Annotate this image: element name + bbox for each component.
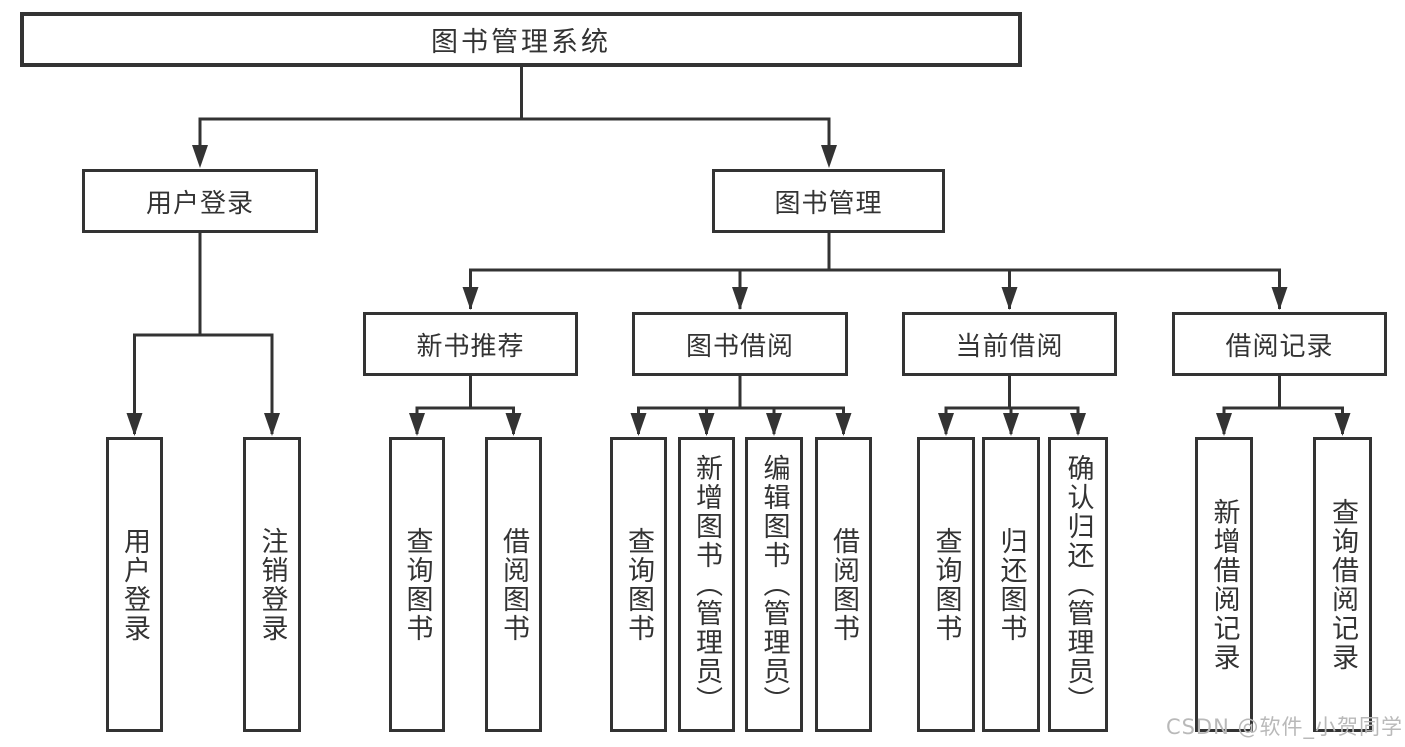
- arrowhead: [409, 413, 425, 436]
- leaf-add-book-admin: 新增图书（管理员）: [678, 437, 735, 732]
- arrowhead: [821, 145, 837, 168]
- leaf-query-books-current: 查询图书: [917, 437, 975, 732]
- leaf-edit-book-admin: 编辑图书（管理员）: [745, 437, 803, 732]
- arrowhead: [1334, 413, 1351, 436]
- connector-line: [198, 117, 831, 162]
- leaf-query-books-borrowing: 查询图书: [610, 437, 667, 732]
- connector-line: [705, 408, 776, 434]
- connector-borrowing-children: [630, 376, 852, 436]
- leaf-query-borrow-record: 查询借阅记录: [1313, 437, 1372, 732]
- leaf-confirm-return-admin: 确认归还（管理员）: [1048, 437, 1108, 732]
- node-borrowing-records: 借阅记录: [1172, 312, 1387, 376]
- arrowhead: [938, 413, 954, 436]
- arrowhead: [1003, 413, 1019, 436]
- arrowhead: [1070, 413, 1086, 436]
- arrowhead: [264, 413, 280, 436]
- leaf-query-books-recommend: 查询图书: [389, 437, 445, 732]
- arrowhead: [698, 413, 715, 436]
- arrowhead: [1001, 287, 1018, 310]
- connector-line: [415, 406, 515, 434]
- leaf-borrow-books-borrowing: 借阅图书: [815, 437, 872, 732]
- node-book-borrowing: 图书借阅: [632, 312, 848, 376]
- csdn-watermark: CSDN @软件_小贺同学: [1165, 715, 1403, 739]
- leaf-return-books: 归还图书: [982, 437, 1040, 732]
- arrowhead: [732, 287, 748, 310]
- arrowhead: [192, 145, 208, 168]
- connector-book-management-children: [462, 233, 1288, 310]
- connector-current-children: [938, 376, 1086, 436]
- node-root: 图书管理系统: [20, 12, 1022, 67]
- arrowhead: [766, 413, 782, 436]
- node-book-management: 图书管理: [712, 169, 945, 233]
- connector-root-to-level2: [192, 67, 837, 168]
- node-user-login: 用户登录: [82, 169, 318, 233]
- leaf-borrow-books-recommend: 借阅图书: [485, 437, 542, 732]
- connector-line: [738, 270, 1011, 309]
- arrowhead: [835, 413, 852, 436]
- arrowhead: [462, 287, 479, 310]
- arrowhead: [1216, 413, 1232, 436]
- arrowhead: [126, 413, 143, 436]
- leaf-add-borrow-record: 新增借阅记录: [1195, 437, 1253, 732]
- connector-records-children: [1216, 376, 1351, 436]
- connector-line: [133, 333, 274, 434]
- connector-user-login-children: [126, 233, 280, 436]
- arrowhead: [505, 413, 522, 436]
- connector-line: [637, 406, 845, 434]
- arrowhead: [630, 413, 647, 436]
- connector-line: [1222, 406, 1344, 434]
- connector-line: [944, 406, 1080, 434]
- node-current-borrowing: 当前借阅: [902, 312, 1117, 376]
- leaf-user-login: 用户登录: [106, 437, 163, 732]
- connector-recommend-children: [409, 376, 522, 436]
- arrowhead: [1271, 287, 1288, 310]
- leaf-logout: 注销登录: [243, 437, 301, 732]
- connector-line: [469, 268, 1281, 309]
- node-new-book-recommendation: 新书推荐: [363, 312, 578, 376]
